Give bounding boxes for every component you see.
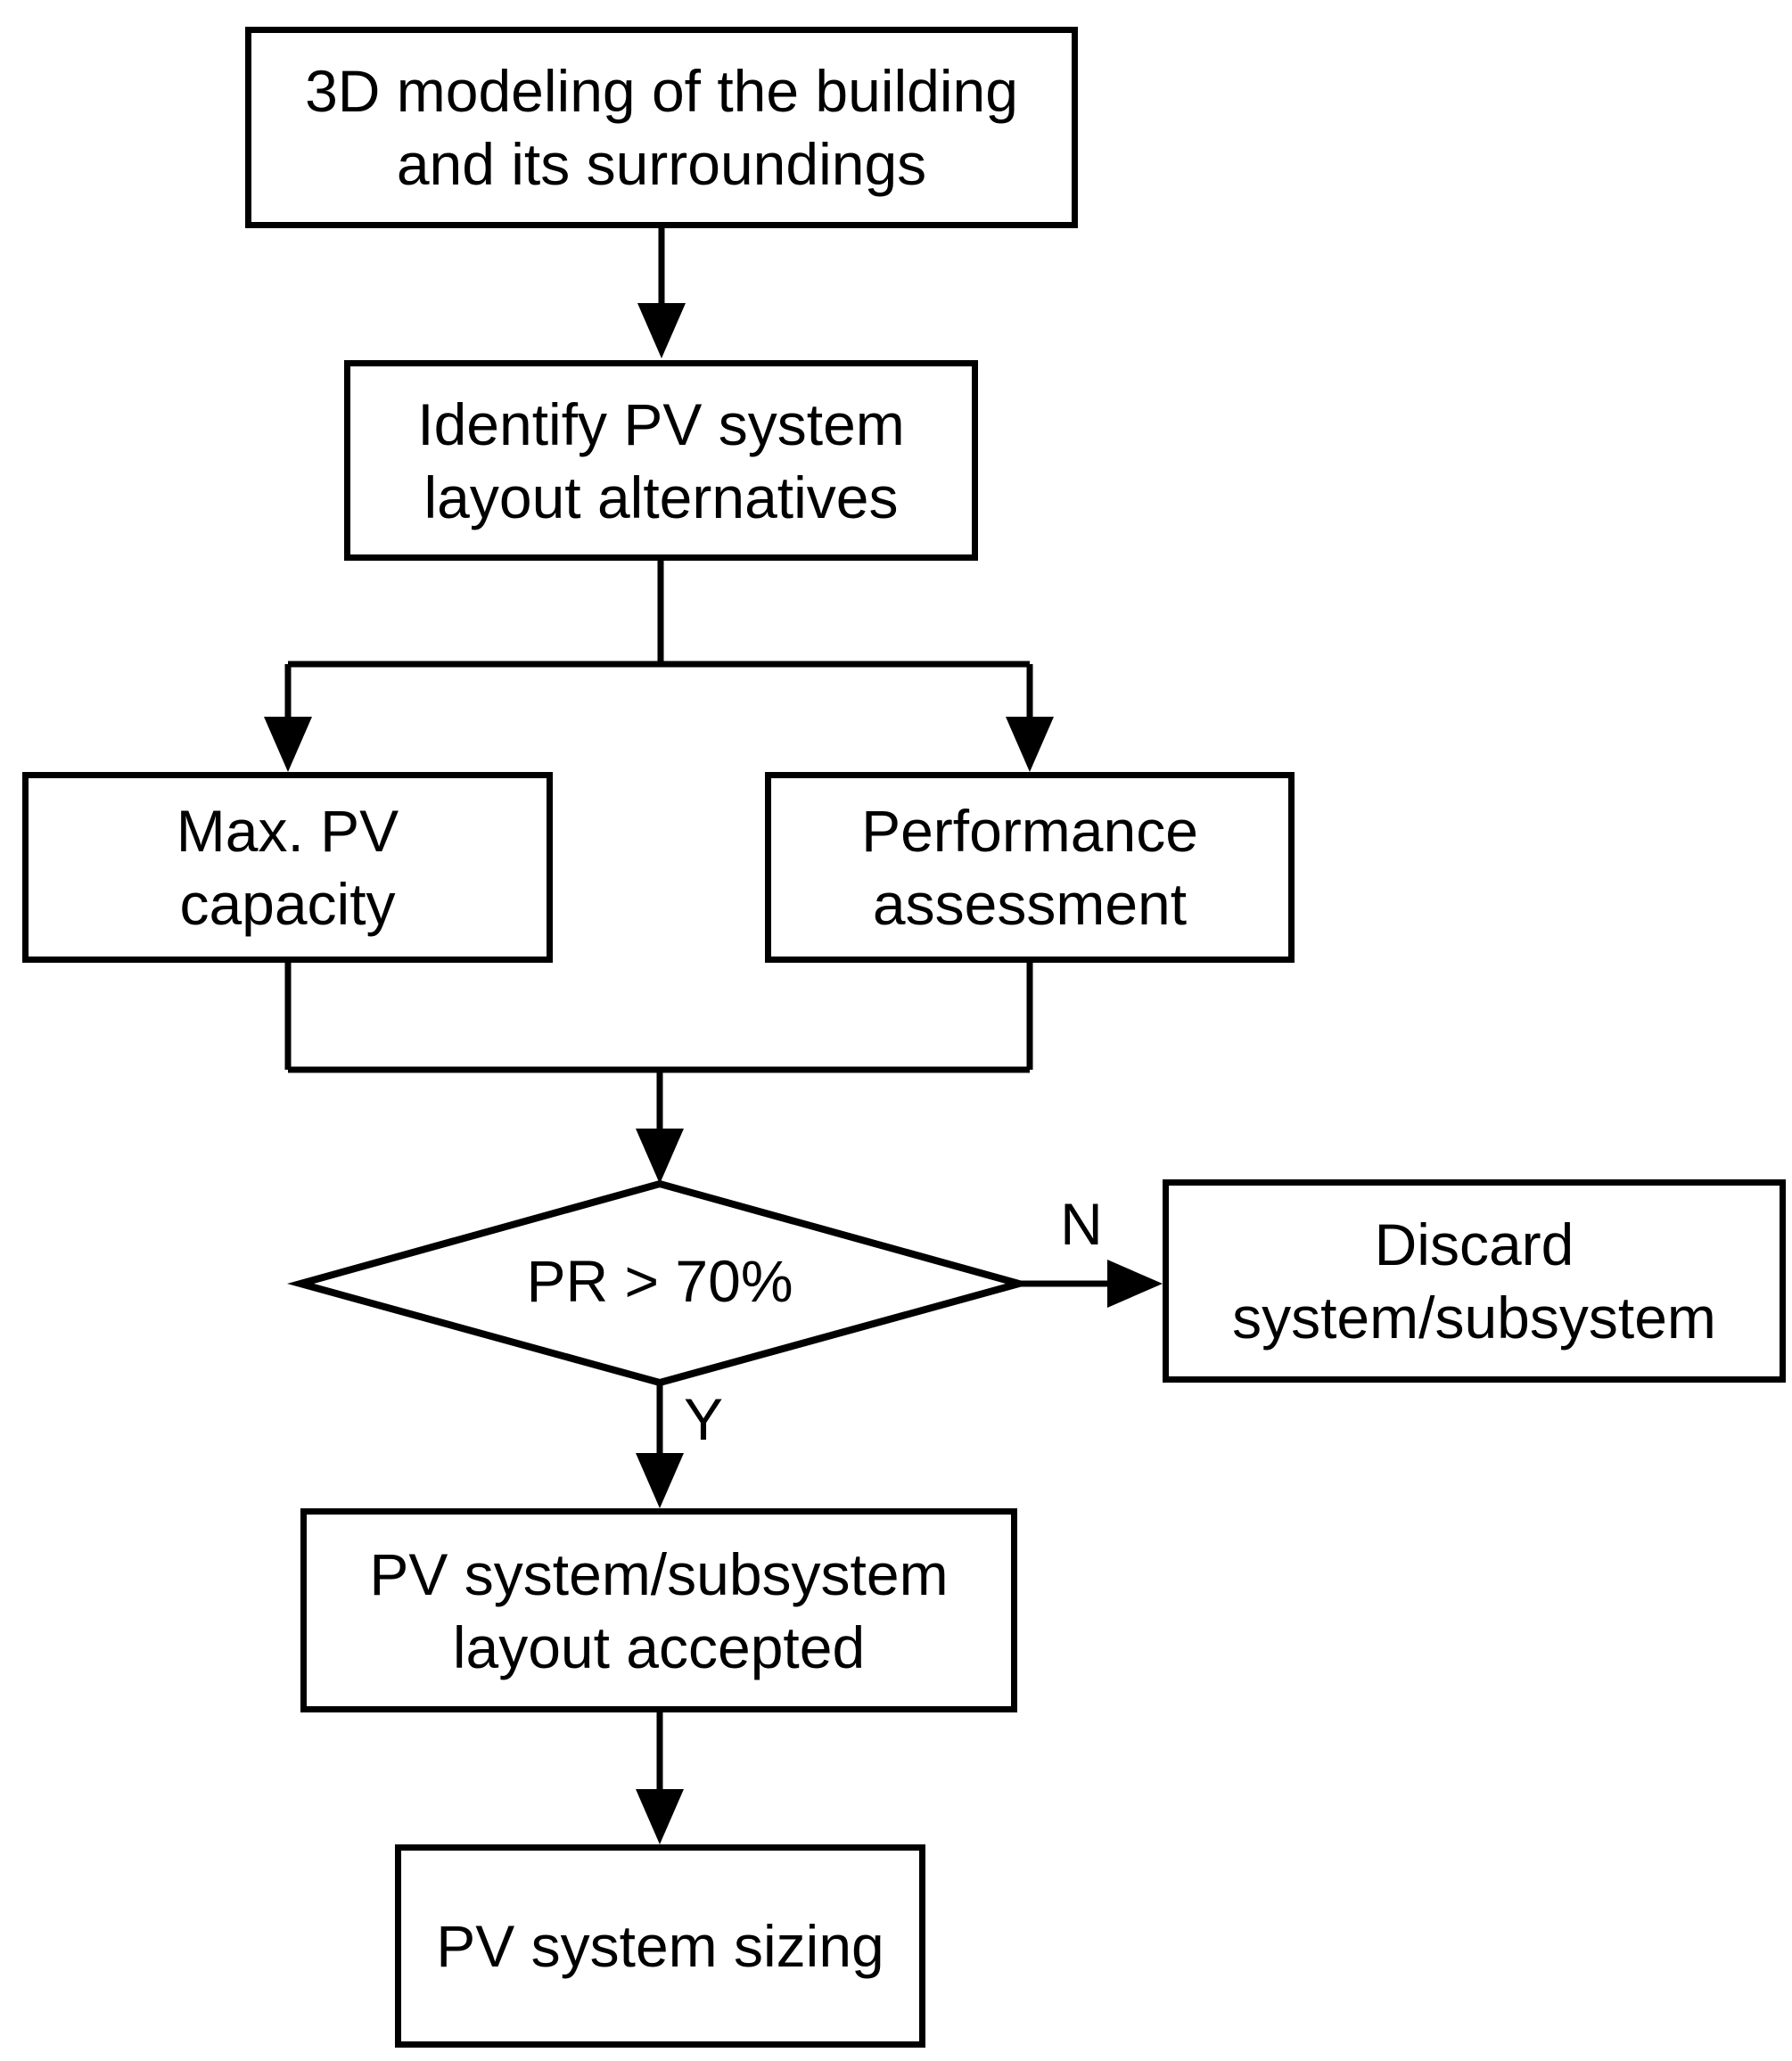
decision-yes-label: Y <box>683 1386 724 1452</box>
node-pv-system-sizing: PV system sizing <box>395 1844 925 2048</box>
node-identify-layouts-line1: Identify PV system <box>417 390 905 457</box>
node-performance-assessment: Performance assessment <box>765 772 1295 963</box>
arrowhead-to-performance <box>1006 717 1054 772</box>
node-3d-modeling: 3D modeling of the building and its surr… <box>245 27 1078 228</box>
node-pv-system-sizing-label: PV system sizing <box>436 1913 884 1979</box>
node-3d-modeling-line1: 3D modeling of the building <box>305 58 1018 124</box>
connector-lines <box>284 228 1118 1800</box>
node-3d-modeling-line2: and its surroundings <box>396 131 927 197</box>
arrowhead-to-max-capacity <box>264 717 312 772</box>
decision-no-label: N <box>1060 1191 1103 1257</box>
node-performance-assessment-line2: assessment <box>872 871 1188 937</box>
node-layout-accepted-line1: PV system/subsystem <box>369 1540 949 1607</box>
node-identify-layouts-line2: layout alternatives <box>423 464 899 530</box>
decision-diamond-shape <box>286 1179 1033 1387</box>
node-performance-assessment-line1: Performance <box>861 798 1198 864</box>
decision-label: PR > 70% <box>526 1248 793 1314</box>
node-max-pv-capacity-line1: Max. PV <box>176 798 399 864</box>
arrowhead-to-decision <box>636 1129 684 1184</box>
arrowhead-to-sizing <box>636 1789 684 1844</box>
node-max-pv-capacity: Max. PV capacity <box>22 772 553 963</box>
arrowhead-to-accepted <box>636 1453 684 1508</box>
node-layout-accepted-line2: layout accepted <box>452 1613 866 1680</box>
node-max-pv-capacity-line2: capacity <box>179 871 396 937</box>
node-identify-layouts: Identify PV system layout alternatives <box>344 360 978 561</box>
arrowhead-to-discard <box>1107 1260 1163 1308</box>
node-discard-line2: system/subsystem <box>1232 1285 1716 1351</box>
node-discard-line1: Discard <box>1374 1211 1574 1277</box>
arrowhead-to-identify <box>637 303 686 358</box>
node-discard: Discard system/subsystem <box>1163 1179 1786 1383</box>
node-layout-accepted: PV system/subsystem layout accepted <box>300 1508 1017 1712</box>
